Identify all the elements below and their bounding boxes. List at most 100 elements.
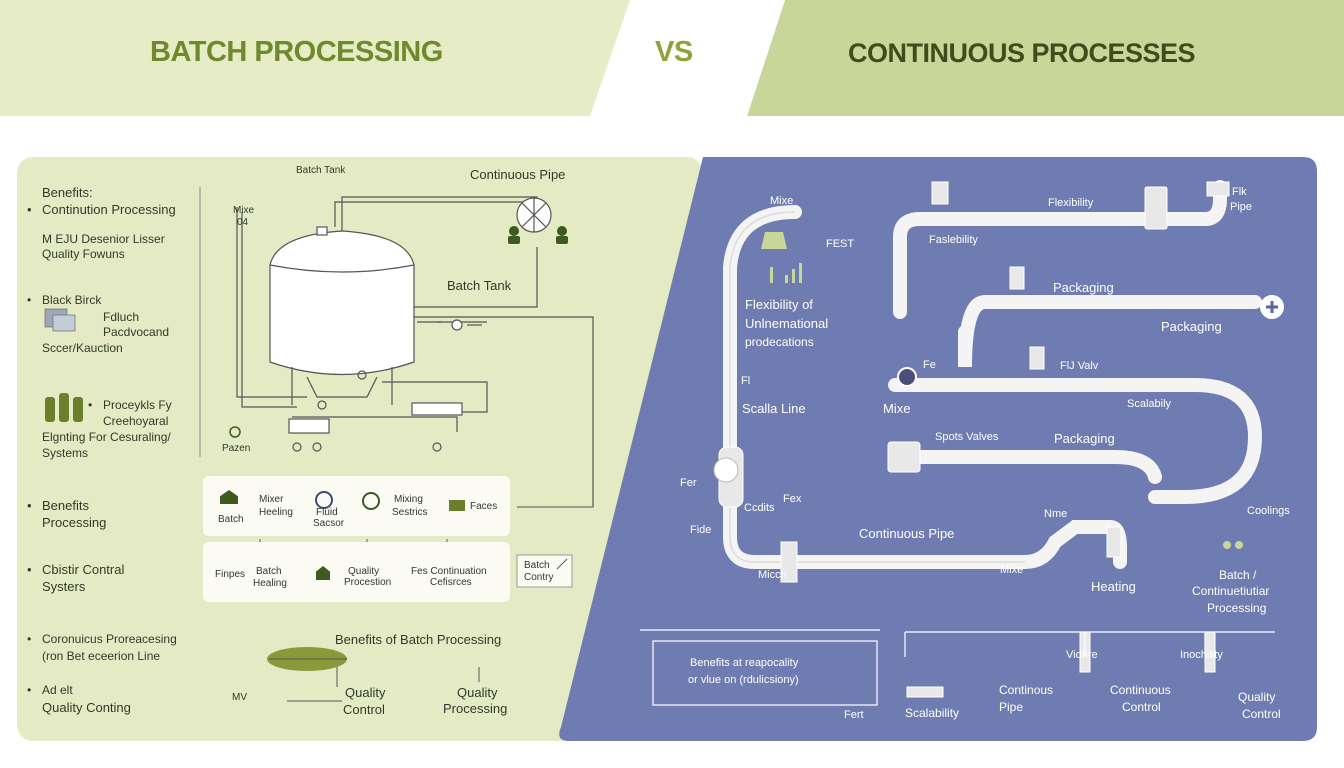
title-continuous-processes: CONTINUOUS PROCESSES — [848, 38, 1196, 68]
r-continous-2: Pipe — [999, 700, 1024, 714]
batch-control-label: Batch — [524, 560, 550, 571]
r-quality-control-1: Quality — [1238, 690, 1276, 704]
r-ccdits: Ccdits — [744, 502, 775, 514]
r-spots-valves: Spots Valves — [935, 431, 999, 443]
control-2: Systers — [42, 579, 86, 594]
box2-finpes: Finpes — [215, 569, 246, 580]
r-faslebility: Faslebility — [929, 234, 978, 246]
batch-processes-box — [203, 542, 510, 602]
pazen: Pazen — [222, 443, 251, 454]
r-scalla-line: Scalla Line — [742, 401, 806, 416]
r-inochility: Inochility — [1180, 649, 1223, 661]
r-batch-cont-2: Continuetiutiar — [1192, 584, 1270, 598]
box1-fluid: Fluid — [316, 507, 338, 518]
r-quality-control-2: Control — [1242, 707, 1281, 721]
mv-label: MV — [232, 692, 247, 703]
processing-2: Processing — [42, 515, 107, 530]
r-box-text-2: or vlue on (rdulicsiony) — [688, 674, 799, 686]
continuous-diagram — [640, 180, 1284, 706]
r-flk-2: Pipe — [1230, 201, 1253, 213]
r-micch: Micch — [758, 569, 787, 581]
r-mixe-low: Mixe — [1000, 564, 1024, 576]
r-fide: Fide — [690, 524, 712, 536]
header-left-band — [0, 0, 650, 116]
r-fe: Fe — [923, 359, 936, 371]
box1-mixing: Mixing — [394, 494, 423, 505]
box1-faces: Faces — [470, 501, 498, 512]
r-continuous-control-1: Continuous — [1110, 683, 1171, 697]
sccer: Sccer/Kauction — [42, 341, 123, 355]
title-batch-processing: BATCH PROCESSING — [150, 36, 443, 68]
mixing-icon — [362, 492, 380, 510]
r-fest: FEST — [826, 238, 855, 250]
continuation-processing: Continution Processing — [27, 201, 176, 218]
desc-line-1: M EJU Desenior Lisser — [42, 232, 165, 246]
r-coolings: Coolings — [1247, 505, 1290, 517]
benefits-2: Benefits — [27, 497, 89, 514]
quality-conting: Quality Conting — [42, 700, 131, 715]
benefits-heading: Benefits: — [42, 185, 93, 200]
r-continuous-pipe: Continuous Pipe — [859, 526, 955, 541]
r-batch-cont-1: Batch / — [1219, 568, 1257, 582]
box2-batch: Batch — [256, 566, 282, 577]
proceykls-1: Proceykls Fy — [88, 397, 172, 414]
r-flex-of-3: prodecations — [745, 335, 814, 349]
batch-tank-side-label: Batch Tank — [447, 278, 512, 293]
pacdvocand: Pacdvocand — [103, 325, 170, 339]
elgnting: Elgnting For Cesuraling/ — [42, 430, 171, 444]
box2-fes: Fes Continuation — [411, 566, 487, 577]
r-mixe-top: Mixe — [770, 195, 794, 207]
proceykls-2: Creehoyaral — [103, 414, 169, 428]
r-fer: Fer — [680, 477, 697, 489]
r-flk-1: Flk — [1232, 186, 1247, 198]
control-1: Cbistir Contral — [27, 561, 124, 578]
r-nme: Nme — [1044, 508, 1068, 520]
r-packaging-3: Packaging — [1054, 431, 1115, 446]
r-continous-1: Continous — [999, 683, 1054, 697]
fdluch: Fdluch — [103, 310, 140, 324]
batch-diagram — [44, 187, 594, 702]
fluid-icon — [315, 491, 333, 509]
quality-control-1: Quality — [345, 685, 386, 700]
r-flexibility-top: Flexibility — [1048, 197, 1094, 209]
quality-house-icon — [316, 566, 330, 580]
mixe-label: Mixe — [233, 205, 255, 216]
desc-line-2: Quality Fowuns — [42, 247, 125, 261]
r-flex-of-1: Flexibility of — [745, 297, 813, 312]
r-scalability-mid: Scalabily — [1127, 398, 1172, 410]
faces-icon — [449, 500, 465, 511]
benefits-of-batch: Benefits of Batch Processing — [335, 632, 502, 647]
box1-heeling: Heeling — [259, 507, 293, 518]
r-packaging-1: Packaging — [1053, 280, 1114, 295]
r-packaging-2: Packaging — [1161, 319, 1222, 334]
box2-healing: Healing — [253, 578, 287, 589]
title-vs: VS — [655, 36, 693, 68]
box2-procestion: Procestion — [344, 577, 392, 588]
box1-mixer: Mixer — [259, 494, 284, 505]
r-fert: Fert — [844, 709, 864, 721]
systems: Systems — [42, 446, 89, 460]
continuous-pipe-label: Continuous Pipe — [470, 167, 566, 182]
batch-tank-top-label: Batch Tank — [296, 165, 346, 176]
box2-quality: Quality — [348, 566, 380, 577]
quality-processing-2: Processing — [443, 701, 508, 716]
r-fd-valv: FlJ Valv — [1060, 360, 1099, 372]
r-fl: Fl — [741, 375, 751, 387]
r-batch-cont-3: Processing — [1207, 601, 1267, 615]
mixe-sub-label: 04 — [237, 217, 249, 228]
house-icon — [220, 490, 238, 504]
r-continuous-control-2: Control — [1122, 700, 1161, 714]
r-heating: Heating — [1091, 579, 1136, 594]
r-vidhre: Vidhre — [1066, 649, 1098, 661]
header-right-band — [590, 0, 1344, 116]
batch-control-label-2: Contry — [524, 572, 554, 583]
r-box-text-1: Benefits at reapocality — [690, 657, 799, 669]
box1-sestrics: Sestrics — [392, 507, 428, 518]
r-scalability-bot: Scalability — [905, 706, 960, 720]
r-flex-of-2: Unlnemational — [745, 316, 829, 331]
ad-elt: Ad elt — [27, 682, 73, 699]
black-birck: Black Birck — [27, 292, 101, 309]
cont-proc-2: (ron Bet eceerion Line — [42, 649, 161, 663]
cont-proc-1: Coronuicus Proreacesing — [27, 631, 177, 648]
box1-sacsor: Sacsor — [313, 518, 345, 529]
